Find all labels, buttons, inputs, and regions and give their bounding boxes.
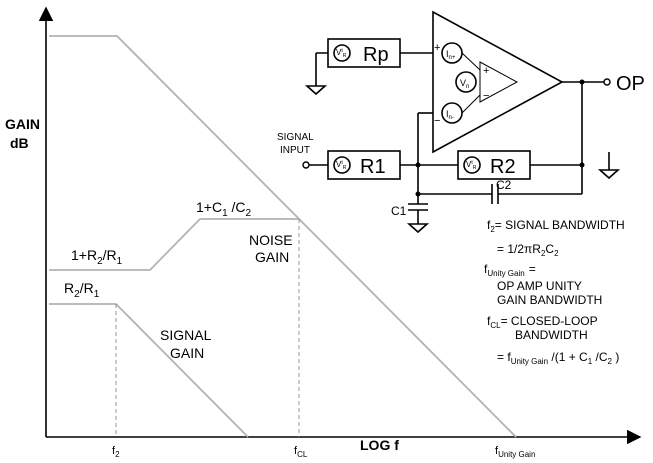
tick-label-fcl: fCL <box>294 445 308 459</box>
svg-text:VtR: VtR <box>466 160 477 171</box>
r1-label: R1 <box>360 156 386 178</box>
rp-label: Rp <box>363 44 389 66</box>
label-noise-gain-2: GAIN <box>255 249 289 265</box>
eq-funity-line2: GAIN BANDWIDTH <box>497 293 602 307</box>
label-noise-gain-1: NOISE <box>249 232 293 248</box>
y-axis-label-gain: GAIN <box>5 116 40 132</box>
label-signal-gain-2: GAIN <box>170 345 204 361</box>
eq-f2-formula: = 1/2πR2C2 <box>497 242 559 258</box>
label-noise-high: 1+C1 /C2 <box>196 199 252 219</box>
eq-funity-def: fUnity Gain= <box>484 262 536 278</box>
resistor-rp <box>327 38 401 68</box>
noise-gain-curve <box>49 218 299 271</box>
svg-text:VtR: VtR <box>336 160 347 171</box>
opamp-symbol <box>432 10 564 154</box>
c2-label: C2 <box>496 178 512 192</box>
tick-label-f2: f2 <box>112 445 120 459</box>
rp-ground-icon <box>304 85 328 96</box>
eq-fcl-def: fCL= CLOSED-LOOP <box>487 314 598 330</box>
opamp-plus-label: + <box>434 42 440 54</box>
label-signal-ratio: R2/R1 <box>64 280 100 300</box>
eq-fcl-formula: = fUnity Gain /(1 + C1 /C2 ) <box>497 350 619 366</box>
circuit-schematic: + − + − In+ Vn In- VtR Rp SIGNAL INPUT V… <box>277 10 645 234</box>
opamp-minus-label: − <box>434 115 440 127</box>
rp-noise-source <box>333 44 351 62</box>
svg-text:Vn: Vn <box>460 78 469 90</box>
x-axis-label: LOG f <box>360 437 399 453</box>
tick-label-funity: fUnity Gain <box>495 445 535 459</box>
r1-noise-source <box>333 156 351 174</box>
output-terminal <box>603 78 611 86</box>
signal-input-terminal <box>302 161 310 169</box>
equations-block: f2= SIGNAL BANDWIDTH = 1/2πR2C2 fUnity G… <box>484 218 625 366</box>
open-loop-gain-curve <box>49 35 517 438</box>
label-noise-low: 1+R2/R1 <box>71 247 123 267</box>
opamp-inner-symbol <box>479 61 519 103</box>
noise-voltage-vn <box>455 71 477 93</box>
r2-label: R2 <box>490 156 516 178</box>
signal-gain-curve <box>49 303 249 438</box>
svg-text:VtR: VtR <box>336 48 347 59</box>
eq-funity-line1: OP AMP UNITY <box>497 279 582 293</box>
label-signal-gain-1: SIGNAL <box>160 327 212 343</box>
r2-noise-source <box>463 156 481 174</box>
inner-minus: − <box>483 90 489 102</box>
output-ground-icon <box>597 169 621 180</box>
output-label: OP <box>616 73 645 95</box>
svg-text:In-: In- <box>446 109 454 121</box>
inner-plus: + <box>483 65 489 77</box>
c1-label: C1 <box>391 204 407 218</box>
c1-ground-icon <box>406 223 430 234</box>
svg-text:In+: In+ <box>446 49 456 61</box>
y-axis-label-db: dB <box>10 135 29 151</box>
signal-input-label-1: SIGNAL <box>277 132 314 143</box>
eq-f2-def: f2= SIGNAL BANDWIDTH <box>487 218 625 234</box>
eq-fcl-line2: BANDWIDTH <box>515 328 588 342</box>
signal-input-label-2: INPUT <box>280 145 310 156</box>
